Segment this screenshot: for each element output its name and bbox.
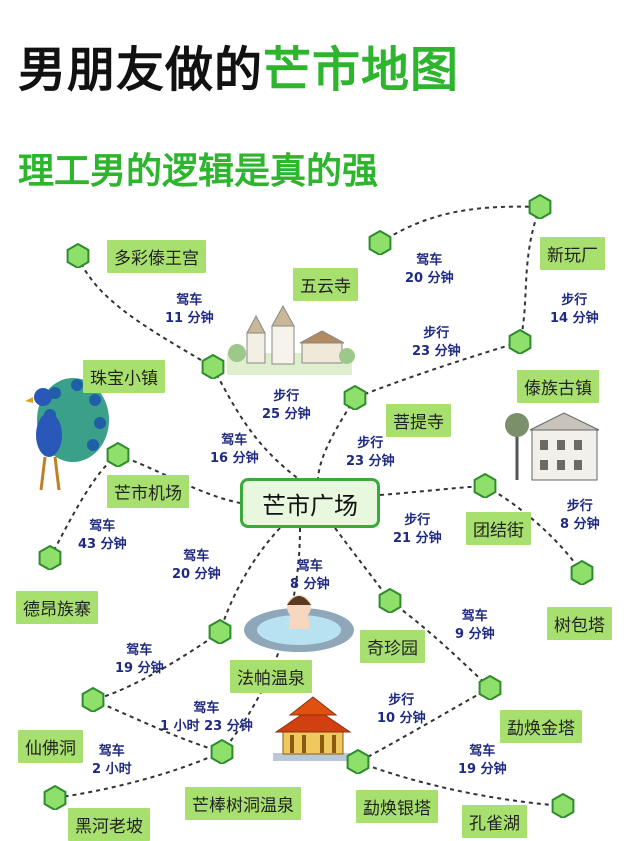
ancient-town-illustration	[505, 412, 600, 481]
page-title: 男朋友做的芒市地图	[18, 30, 459, 100]
hex-node-tuanjie	[473, 472, 497, 498]
path-fapa-xianfo	[92, 631, 221, 701]
place-heihe[interactable]: 黑河老坡	[68, 808, 150, 841]
hex-node-duocai	[66, 242, 90, 268]
hex-node-deang	[38, 544, 62, 570]
golden-pagoda-illustration	[273, 696, 353, 761]
hex-node-xianfo	[81, 686, 105, 712]
hex-node-shubao	[570, 559, 594, 585]
path-xianfo-mangbang	[92, 699, 223, 753]
place-puti[interactable]: 菩提寺	[386, 404, 451, 437]
hex-node-zhubao	[201, 353, 225, 379]
place-zhubao[interactable]: 珠宝小镇	[83, 360, 165, 393]
hex-node-xinwan	[528, 193, 552, 219]
hex-node-kongque	[551, 792, 575, 818]
path-yinta-kongque	[357, 761, 564, 807]
place-kongque[interactable]: 孔雀湖	[462, 805, 527, 838]
page-subtitle: 理工男的逻辑是真的强	[18, 151, 379, 192]
path-xinwan-daizu	[519, 206, 541, 343]
path-center-tuanjie	[379, 485, 486, 496]
hex-node-qizhen	[378, 587, 402, 613]
place-qizhen[interactable]: 奇珍园	[360, 630, 425, 663]
place-daizu[interactable]: 傣族古镇	[517, 370, 599, 403]
place-xinwan[interactable]: 新玩厂	[540, 237, 605, 270]
place-wuyun[interactable]: 五云寺	[293, 268, 358, 301]
hex-node-yinta	[346, 748, 370, 774]
path-duocai-zhubao	[77, 255, 214, 368]
path-zhubao-center	[212, 366, 301, 481]
title-part2: 芒市地图	[263, 42, 460, 98]
center-plaza[interactable]: 芒市广场	[240, 478, 380, 528]
title-part1: 男朋友做的	[18, 42, 264, 98]
place-shubao[interactable]: 树包塔	[547, 607, 612, 640]
place-xianfo[interactable]: 仙佛洞	[18, 730, 83, 763]
hex-node-daizu	[508, 328, 532, 354]
hex-node-wuyun	[368, 229, 392, 255]
temple-illustration	[227, 304, 355, 375]
peacock-illustration	[25, 378, 109, 491]
path-tuanjie-shubao	[484, 485, 583, 574]
hex-node-mangbang	[210, 738, 234, 764]
place-jichang[interactable]: 芒市机场	[107, 475, 189, 508]
path-mangbang-heihe	[54, 751, 223, 799]
hex-node-jichang	[106, 441, 130, 467]
path-qizhen-jinta	[389, 600, 491, 689]
hex-node-fapa	[208, 618, 232, 644]
path-center-fapa	[219, 527, 281, 633]
place-yinta[interactable]: 勐焕银塔	[356, 790, 438, 823]
path-wuyun-xinwan	[379, 205, 541, 244]
hex-node-jinta	[478, 674, 502, 700]
place-tuanjie[interactable]: 团结街	[466, 512, 531, 545]
place-mangbang[interactable]: 芒棒树洞温泉	[185, 787, 301, 820]
path-jinta-yinta	[357, 687, 491, 763]
hex-node-heihe	[43, 784, 67, 810]
place-duocai[interactable]: 多彩傣王宫	[107, 240, 206, 273]
hot-spring-illustration	[244, 595, 354, 652]
place-fapa[interactable]: 法帕温泉	[230, 660, 312, 693]
place-jinta[interactable]: 勐焕金塔	[500, 710, 582, 743]
place-deang[interactable]: 德昂族寨	[16, 591, 98, 624]
hex-node-puti	[343, 384, 367, 410]
